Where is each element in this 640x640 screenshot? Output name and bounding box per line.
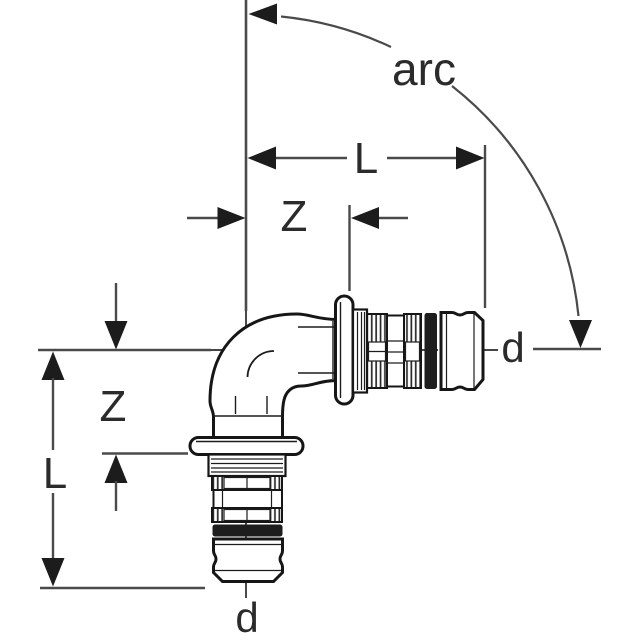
knurl-window-2-horizontal — [404, 341, 421, 362]
d-right-label: d — [501, 324, 524, 371]
seal-ring-vertical — [212, 524, 283, 537]
pipe-end-horizontal — [439, 311, 485, 391]
Z-horizontal-label: Z — [281, 192, 308, 241]
arrowhead-left — [247, 146, 276, 170]
flange-vertical — [188, 436, 305, 456]
dimension-Z-vertical: Z — [100, 283, 188, 511]
horizontal-outlet — [334, 294, 485, 406]
dimension-L-vertical: L — [40, 351, 205, 590]
arrowhead-right — [351, 207, 379, 229]
arrowhead-down — [41, 558, 65, 587]
dimension-Z-horizontal: Z — [187, 192, 408, 291]
L-horizontal-label: L — [354, 134, 378, 183]
pipe-end-vertical — [212, 537, 284, 583]
arc-label: arc — [392, 43, 456, 95]
dimension-d-bottom: d — [235, 594, 258, 640]
arc-curve-upper — [280, 15, 392, 48]
arrowhead-down — [104, 321, 128, 350]
arc-curve-lower — [451, 85, 580, 317]
dimension-d-right: d — [501, 324, 601, 371]
arrowhead-up — [104, 454, 128, 483]
inner-bend-arc — [246, 350, 275, 378]
dimension-arc: arc — [248, 3, 592, 348]
L-vertical-label: L — [43, 449, 67, 498]
flange-horizontal — [334, 294, 355, 406]
arc-arrowhead-bottom — [569, 320, 592, 348]
vertical-outlet — [188, 436, 305, 583]
dimension-L-horizontal: L — [247, 134, 487, 308]
elbow-fitting — [188, 294, 485, 583]
elbow-body — [208, 312, 339, 440]
Z-vertical-label: Z — [100, 382, 127, 431]
neck-ring-vertical — [207, 453, 287, 478]
seal-ring-horizontal — [424, 313, 437, 389]
sleeve-band-horizontal — [386, 314, 405, 388]
arrowhead-up — [41, 351, 65, 380]
arrowhead-left — [217, 207, 246, 229]
arc-arrowhead-top — [248, 3, 277, 25]
arrowhead-right — [456, 146, 485, 170]
d-bottom-label: d — [235, 594, 258, 640]
